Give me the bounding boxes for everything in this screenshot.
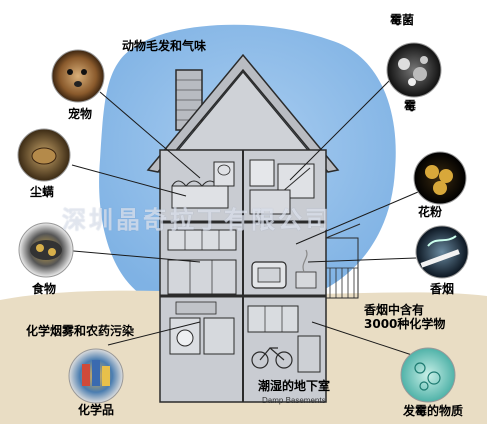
moldy-materials-photo	[400, 347, 456, 403]
label-moldy-materials: 发霉的物质	[403, 404, 464, 418]
food-photo	[18, 222, 74, 278]
label-mold: 霉	[404, 99, 417, 113]
dust-mite-photo	[17, 128, 71, 182]
label-smoke-chemicals-line1: 香烟中含有	[364, 303, 425, 317]
label-pollen: 花粉	[418, 205, 443, 219]
label-smoke-chemicals-line2: 3000种化学物	[364, 317, 446, 331]
label-chemicals: 化学品	[78, 403, 115, 417]
pet-photo	[51, 49, 105, 103]
label-dust-mite: 尘螨	[30, 185, 55, 199]
chemicals-photo	[68, 348, 124, 404]
label-damp-basement-en: Damp Basements	[262, 396, 326, 405]
label-smoke: 香烟	[430, 282, 455, 296]
label-pet-dander: 动物毛发和气味	[122, 39, 207, 53]
pollen-photo	[413, 151, 467, 205]
label-mold-fungus: 霉菌	[390, 13, 415, 27]
label-food: 食物	[32, 282, 57, 296]
label-chemical-fog: 化学烟雾和农药污染	[26, 324, 135, 338]
mold-fungus-photo	[386, 42, 442, 98]
company-watermark: 深圳晶奇拉丁有限公司	[62, 206, 332, 234]
label-damp-basement: 潮湿的地下室	[258, 379, 331, 393]
smoke-photo	[415, 225, 469, 279]
label-pet: 宠物	[68, 107, 93, 121]
